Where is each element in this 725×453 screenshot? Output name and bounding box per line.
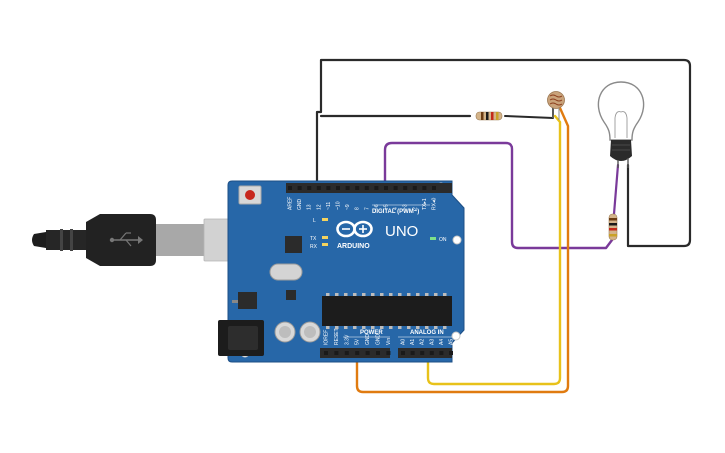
model-text: UNO [385, 223, 418, 240]
digital-pin-label: RX◂0 [432, 198, 438, 210]
digital-pin[interactable] [384, 186, 388, 190]
power-pin[interactable] [344, 351, 349, 355]
digital-pin[interactable] [432, 186, 436, 190]
digital-pin-label: ~6 [374, 204, 380, 210]
digital-pin[interactable] [403, 186, 408, 190]
power-pin-label: GND [365, 334, 371, 346]
digital-pin[interactable] [307, 186, 312, 190]
crystal [269, 263, 303, 281]
analog-pin[interactable] [449, 351, 453, 355]
digital-pin[interactable] [288, 186, 292, 190]
power-pin[interactable] [324, 351, 328, 355]
wire-orange-5v[interactable] [355, 106, 570, 394]
power-jack[interactable] [218, 320, 264, 356]
digital-pin[interactable] [422, 186, 427, 190]
digital-label: DIGITAL (PWM~) [372, 209, 419, 215]
power-label: POWER [360, 330, 383, 336]
power-pin-label: GND [376, 334, 382, 346]
digital-pin[interactable] [326, 186, 331, 190]
digital-pin-label: GND [297, 199, 303, 211]
analog-pin[interactable] [401, 351, 405, 355]
capacitors [274, 321, 321, 343]
atmega-chip [322, 293, 452, 329]
digital-pin-label: ~11 [326, 202, 332, 210]
power-pin-label: 5V [355, 338, 361, 345]
light-bulb[interactable] [597, 81, 645, 168]
analog-pin-label: A1 [410, 339, 416, 345]
digital-pin[interactable] [355, 186, 360, 190]
regulator-chip [238, 292, 257, 309]
analog-pin[interactable] [429, 351, 434, 355]
power-pin-label: Vin [386, 338, 392, 345]
digital-pin[interactable] [364, 186, 369, 190]
power-pin-label: RESET [334, 328, 340, 345]
power-pin[interactable] [376, 351, 380, 355]
power-pin-label: 3.3V [344, 334, 350, 345]
photoresistor[interactable] [547, 91, 565, 121]
digital-pin-label: ~3 [403, 204, 409, 210]
digital-pin-label: TX▸1 [422, 198, 428, 210]
digital-pin-label: 8 [355, 207, 361, 210]
power-pin[interactable] [355, 351, 360, 355]
usb-chip [285, 236, 302, 253]
analog-pin-label: A5 [449, 339, 455, 345]
brand-text: ARDUINO [337, 243, 370, 250]
led-label-tx: TX [310, 236, 317, 242]
digital-pin-label: ~10 [336, 201, 342, 210]
resistor-right[interactable] [608, 213, 618, 241]
power-pin-labels: IOREF RESET 3.3V 5V GND GND Vin [324, 328, 392, 345]
digital-pin[interactable] [412, 186, 417, 190]
analog-pin-label: A2 [420, 339, 426, 345]
analog-pin[interactable] [420, 351, 425, 355]
led-label-l: L [313, 218, 316, 224]
digital-pin-label: ~9 [345, 204, 351, 210]
analog-pin[interactable] [439, 351, 444, 355]
wire-yellow-a3[interactable] [426, 114, 562, 386]
analog-pin-label: A0 [401, 339, 407, 345]
power-pin[interactable] [365, 351, 370, 355]
digital-pin-label: 12 [316, 204, 322, 210]
arduino-logo: ARDUINO [336, 220, 373, 250]
power-pin[interactable] [334, 351, 339, 355]
power-pin-label: IOREF [324, 330, 330, 345]
digital-pin[interactable] [393, 186, 398, 190]
digital-pin-label: ~5 [384, 204, 390, 210]
led-label-rx: RX [310, 244, 318, 250]
on-label: ON [439, 237, 447, 243]
analog-pin[interactable] [410, 351, 415, 355]
digital-pin[interactable] [297, 186, 302, 190]
analog-label: ANALOG IN [410, 330, 444, 336]
analog-header[interactable] [398, 348, 453, 358]
wire-black-gnd[interactable] [315, 58, 692, 248]
digital-pin[interactable] [374, 186, 379, 190]
power-pin[interactable] [386, 351, 391, 355]
analog-pin-label: A4 [439, 339, 445, 345]
digital-pin-label: 2 [412, 207, 418, 210]
digital-pin[interactable] [345, 186, 350, 190]
digital-pin-label: 13 [307, 204, 313, 210]
wire-purple-lamp[interactable] [612, 163, 620, 216]
digital-pin-label: 4 [393, 207, 399, 210]
digital-pin[interactable] [316, 186, 321, 190]
power-header[interactable] [320, 348, 391, 358]
wire-purple[interactable] [383, 141, 614, 250]
usb-icon [109, 232, 143, 247]
status-leds: L TX RX [310, 218, 328, 250]
analog-pin-label: A3 [429, 339, 435, 345]
reset-button[interactable] [238, 185, 262, 205]
resistor-top[interactable] [475, 111, 503, 121]
digital-pin-label: 7 [364, 207, 370, 210]
digital-pin[interactable] [336, 186, 340, 190]
wire-black-ldr[interactable] [504, 105, 554, 119]
digital-header[interactable] [286, 183, 452, 193]
digital-pin-label: AREF [288, 197, 294, 210]
